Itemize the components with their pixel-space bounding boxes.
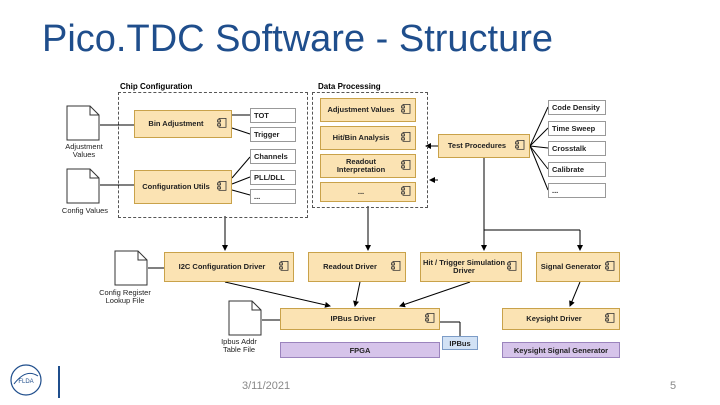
keysight-signal-generator-box: Keysight Signal Generator xyxy=(502,342,620,358)
test-procedures-label: Test Procedures xyxy=(447,140,507,150)
bin-adjustment-label: Bin Adjustment xyxy=(148,118,204,128)
readout-driver-label: Readout Driver xyxy=(323,261,377,271)
page-number: 5 xyxy=(670,380,677,392)
readout-driver-component: Readout Driver xyxy=(308,252,406,282)
signal-generator-label: Signal Generator xyxy=(540,261,602,271)
config-item: Channels xyxy=(250,149,296,164)
fpga-box: FPGA xyxy=(280,342,440,358)
component-icon xyxy=(515,139,525,152)
logo-text: FLDA xyxy=(18,379,33,385)
document-icon xyxy=(66,168,100,204)
config-item: Trigger xyxy=(250,127,296,142)
adjustment-values-label: Adjustment Values xyxy=(327,104,395,114)
logo-divider xyxy=(58,366,60,398)
document-icon xyxy=(114,250,148,286)
component-icon xyxy=(425,312,435,325)
config-item: TOT xyxy=(250,108,296,123)
config-item: PLL/DLL xyxy=(250,170,296,185)
test-item: Calibrate xyxy=(548,162,606,177)
ipbus-addr-doc-label: Ipbus Addr Table File xyxy=(221,337,257,355)
config-register-doc-label: Config Register Lookup File xyxy=(99,288,151,306)
logo: FLDA xyxy=(10,364,42,396)
hit-bin-analysis-component: Hit/Bin Analysis xyxy=(320,126,416,150)
chip-config-label: Chip Configuration xyxy=(120,82,193,91)
data-processing-more-component: ... xyxy=(320,182,416,202)
readout-interpretation-component: Readout Interpretation xyxy=(320,154,416,178)
ipbus-box: IPBus xyxy=(442,336,478,350)
hit-bin-analysis-label: Hit/Bin Analysis xyxy=(332,132,390,142)
component-icon xyxy=(507,260,517,273)
keysight-driver-label: Keysight Driver xyxy=(526,313,582,323)
configuration-utils-component: Configuration Utils xyxy=(134,170,232,204)
component-icon xyxy=(605,260,615,273)
adjustment-values-component: Adjustment Values xyxy=(320,98,416,122)
hit-trigger-simulation-driver-component: Hit / Trigger Simulation Driver xyxy=(420,252,522,282)
document-icon xyxy=(228,300,262,336)
test-item: Time Sweep xyxy=(548,121,606,136)
keysight-driver-component: Keysight Driver xyxy=(502,308,620,330)
component-icon xyxy=(401,159,411,172)
data-processing-label: Data Processing xyxy=(318,82,381,91)
i2c-configuration-driver-component: I2C Configuration Driver xyxy=(164,252,294,282)
i2c-driver-label: I2C Configuration Driver xyxy=(178,261,266,271)
document-icon xyxy=(66,105,100,141)
ipbus-driver-label: IPBus Driver xyxy=(330,313,376,323)
component-icon xyxy=(401,103,411,116)
component-icon xyxy=(605,312,615,325)
component-icon xyxy=(391,260,401,273)
ipbus-driver-component: IPBus Driver xyxy=(280,308,440,330)
component-icon xyxy=(401,185,411,198)
test-procedures-component: Test Procedures xyxy=(438,134,530,158)
hit-trigger-sim-label: Hit / Trigger Simulation Driver xyxy=(422,257,506,275)
footer-date: 3/11/2021 xyxy=(242,380,291,392)
component-icon xyxy=(401,131,411,144)
signal-generator-component: Signal Generator xyxy=(536,252,620,282)
component-icon xyxy=(217,180,227,193)
page-title: Pico.TDC Software - Structure xyxy=(42,18,554,60)
readout-interpretation-label: Readout Interpretation xyxy=(336,156,386,174)
test-item: Code Density xyxy=(548,100,606,115)
data-processing-more-label: ... xyxy=(357,186,365,196)
config-values-doc-label: Config Values xyxy=(61,206,109,215)
adjustment-values-doc-label: Adjustment Values xyxy=(65,142,103,160)
data-processing-group xyxy=(312,92,428,208)
test-item: Crosstalk xyxy=(548,141,606,156)
component-icon xyxy=(217,117,227,130)
component-icon xyxy=(279,260,289,273)
config-item: ... xyxy=(250,189,296,204)
configuration-utils-label: Configuration Utils xyxy=(142,181,210,191)
bin-adjustment-component: Bin Adjustment xyxy=(134,110,232,138)
test-item: ... xyxy=(548,183,606,198)
chip-config-group xyxy=(118,92,308,218)
